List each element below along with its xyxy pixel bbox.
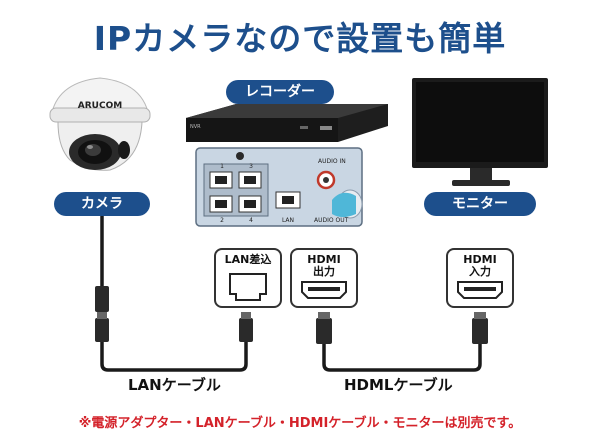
hdmi-out-port-icon — [301, 281, 347, 299]
lan-port-icon — [229, 273, 267, 301]
recorder-label: レコーダー — [226, 80, 334, 104]
lan-plug-recorder — [239, 312, 253, 342]
panel-audio-in-label: AUDIO IN — [318, 158, 346, 165]
hdmi-in-label-line1: HDMI — [463, 253, 497, 266]
recorder-illustration: NVR — [186, 104, 388, 142]
port-number-2: 2 — [220, 217, 224, 224]
lan-cable — [100, 212, 248, 372]
footnote: ※電源アダプター・LANケーブル・HDMIケーブル・モニターは別売です。 — [78, 416, 522, 431]
hdmi-cable — [322, 342, 482, 372]
port-number-1: 1 — [220, 163, 224, 170]
monitor-illustration — [412, 78, 548, 186]
dome-camera-illustration: ARUCOM — [49, 77, 151, 171]
camera-brand: ARUCOM — [78, 101, 122, 111]
hdmi-out-port-box: HDMI 出力 — [290, 248, 358, 308]
hdmi-cable-label: HDMLケーブル — [340, 374, 457, 395]
hdmi-in-port-box: HDMI 入力 — [446, 248, 514, 308]
panel-lan-label: LAN — [282, 217, 294, 224]
lan-port-label: LAN差込 — [224, 253, 272, 266]
page-title: IPカメラなので設置も簡単 — [93, 19, 507, 58]
panel-audio-out-label: AUDIO OUT — [314, 217, 349, 224]
hdmi-plug-monitor — [472, 312, 488, 344]
camera-label: カメラ — [54, 192, 150, 216]
port-number-4: 4 — [249, 217, 253, 224]
monitor-label: モニター — [424, 192, 536, 216]
hdmi-plug-recorder — [316, 312, 332, 344]
lan-cable-label: LANケーブル — [124, 374, 225, 395]
svg-text:NVR: NVR — [190, 124, 201, 130]
hdmi-in-port-icon — [457, 281, 503, 299]
hdmi-in-label-line2: 入力 — [469, 265, 491, 278]
port-number-3: 3 — [249, 163, 253, 170]
lan-port-box: LAN差込 — [214, 248, 282, 308]
recorder-back-panel: 1 3 2 4 LAN AUDIO IN AUDIO OUT — [195, 147, 363, 227]
hdmi-out-label-line2: 出力 — [313, 265, 335, 278]
hdmi-out-label-line1: HDMI — [307, 253, 341, 266]
lan-plug-camera-end — [95, 312, 109, 342]
